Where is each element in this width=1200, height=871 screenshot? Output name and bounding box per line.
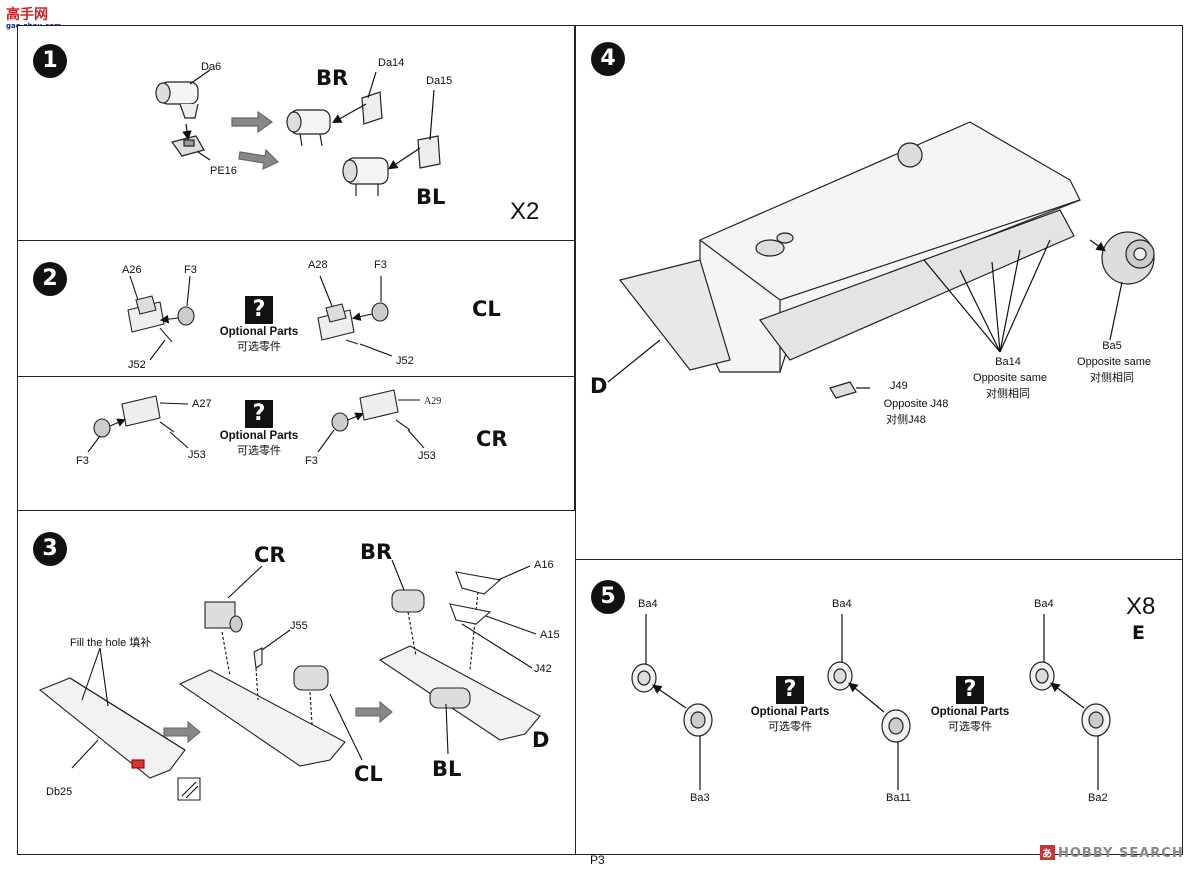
bl-assembly	[342, 89, 441, 196]
step4-hull	[607, 121, 1155, 399]
step5-letter: E	[1132, 622, 1145, 644]
label-ba4-c: Ba4	[1034, 598, 1054, 610]
label-f3-b: F3	[374, 259, 387, 271]
label-j49-opposite-cn: 对侧J48	[886, 414, 926, 426]
label-da6: Da6	[201, 61, 222, 73]
optional-parts-badge-5b: ? Optional Parts 可选零件	[930, 676, 1010, 733]
side-cr: CR	[476, 427, 508, 451]
label-ba14-opposite: Opposite same	[973, 372, 1047, 384]
step1-number: 1	[33, 44, 67, 78]
label-j52-a: J52	[128, 359, 146, 371]
label-ba4-a: Ba4	[638, 598, 658, 610]
step5-multiplier: X8	[1126, 593, 1156, 620]
label-j53-a: J53	[188, 449, 206, 461]
step4-number: 4	[591, 42, 625, 76]
step2a-parts	[127, 275, 393, 361]
label-d-3: D	[532, 728, 550, 752]
label-ba3: Ba3	[690, 792, 710, 804]
label-j55: J55	[290, 620, 308, 632]
optional-parts-badge-2b: ? Optional Parts 可选零件	[219, 400, 299, 457]
label-db25: Db25	[46, 786, 73, 798]
page-number: P3	[590, 853, 605, 867]
label-ba5: Ba5	[1102, 340, 1122, 352]
question-icon: ?	[245, 296, 273, 324]
label-ba14: Ba14	[995, 356, 1021, 368]
label-j49: J49	[890, 380, 908, 392]
label-a29: A29	[424, 396, 442, 407]
step3-parts	[38, 559, 541, 801]
label-f3-a: F3	[184, 264, 197, 276]
question-icon: ?	[776, 676, 804, 704]
label-ba11: Ba11	[886, 792, 911, 804]
label-pe16: PE16	[210, 165, 237, 177]
label-br: BR	[316, 66, 349, 90]
step3-number: 3	[33, 532, 67, 566]
label-bl: BL	[416, 185, 446, 209]
label-bl-3: BL	[432, 757, 462, 781]
label-j42: J42	[534, 663, 552, 675]
label-ba14-opposite-cn: 对侧相同	[986, 388, 1030, 400]
question-icon: ?	[956, 676, 984, 704]
label-a27: A27	[192, 398, 212, 410]
step5-number: 5	[591, 580, 625, 614]
br-assembly	[286, 71, 383, 147]
step5-panel	[575, 559, 1183, 855]
label-d-4: D	[590, 374, 608, 398]
step5-wheels	[631, 614, 1111, 790]
label-da15: Da15	[426, 75, 453, 87]
label-cr: CR	[254, 543, 286, 567]
label-br-3: BR	[360, 540, 393, 564]
step1-multiplier: X2	[510, 198, 540, 225]
label-ba5-opposite: Opposite same	[1077, 356, 1151, 368]
optional-parts-badge-2a: ? Optional Parts 可选零件	[219, 296, 299, 353]
label-j49-opposite: Opposite J48	[883, 398, 949, 410]
label-cl: CL	[354, 762, 383, 786]
label-a16: A16	[534, 559, 554, 571]
step1-parts	[155, 69, 441, 196]
label-f3-d: F3	[305, 455, 318, 467]
optional-parts-badge-5a: ? Optional Parts 可选零件	[750, 676, 830, 733]
label-a26: A26	[122, 264, 142, 276]
label-a28: A28	[308, 259, 328, 271]
label-da14: Da14	[378, 57, 405, 69]
label-f3-c: F3	[76, 455, 89, 467]
step2b-panel	[17, 376, 575, 512]
label-j52-b: J52	[396, 355, 414, 367]
label-ba4-b: Ba4	[832, 598, 852, 610]
question-icon: ?	[245, 400, 273, 428]
label-j53-b: J53	[418, 450, 436, 462]
label-ba2: Ba2	[1088, 792, 1108, 804]
label-ba5-opposite-cn: 对侧相同	[1090, 372, 1134, 384]
side-cl: CL	[472, 297, 501, 321]
step2-number: 2	[33, 262, 67, 296]
label-a15: A15	[540, 629, 560, 641]
label-fill-hole: Fill the hole 填补	[70, 637, 152, 649]
headlight-da6	[155, 81, 199, 119]
step2b-parts	[87, 389, 425, 453]
